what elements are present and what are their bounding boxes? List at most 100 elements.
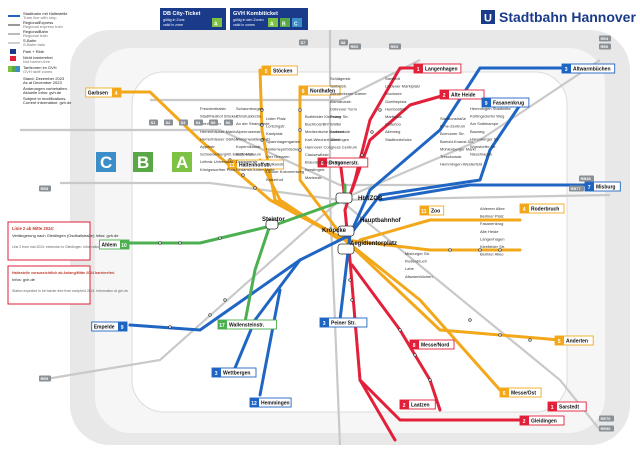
ticket-gvh-zone-c: C — [294, 22, 298, 28]
station-label: Königsworther Platz — [200, 167, 236, 172]
station-label: Herrenhäuser Gärten — [200, 136, 238, 141]
ticket-gvh-zone-b: B — [282, 22, 286, 28]
ticket-city-zone: A — [214, 22, 218, 28]
terminal-name: Roderbruch — [531, 207, 559, 213]
station-label: Altwarmbüchen — [405, 274, 433, 279]
station-label: Stadtionbrücke — [385, 137, 412, 142]
legend-item-0-sub: Tram line with stop — [23, 15, 57, 20]
sbahn-code: RE9 — [41, 376, 50, 381]
notice-0-body: Verlängerung nach Gleidingen (Osdballstr… — [12, 233, 119, 238]
sbahn-badge — [194, 119, 203, 126]
station-label: Bothfelder Kirchweg — [305, 114, 341, 119]
legend-item-3: S-Bahn — [23, 38, 36, 43]
hub-markers — [265, 192, 355, 255]
ticket-city-line2: valid in zone — [163, 23, 183, 27]
legend-note-4: Subject to modifications. — [23, 96, 66, 101]
station-label: Mühlenberger Markt — [440, 146, 477, 151]
sbahn-code: RE8 — [41, 186, 50, 191]
station-label: Harenberger Str. — [470, 136, 500, 141]
page-title: Stadtbahn Hannover — [499, 9, 636, 25]
hub-aegidientorplatz: Aegidientorplatz — [350, 241, 397, 247]
terminal-name: Nordhafen — [310, 89, 335, 95]
station-label: Gleidingen — [330, 137, 349, 142]
sbahn-code: S2 — [166, 120, 172, 125]
station-label: Buchholz/Bhf — [305, 122, 329, 127]
station-label: Wunstorfer Str. — [470, 144, 497, 149]
sbahn-badge — [599, 415, 614, 422]
station-label: Kopernikusstr. — [236, 144, 261, 149]
sbahn-code: RE3 — [391, 44, 400, 49]
station-label: Schneiderberg/W.-Busch-Museum — [200, 152, 262, 157]
legend-item-0: Stadtbahn mit Haltestelle — [23, 11, 68, 16]
station-label: Marienstr. — [305, 175, 323, 180]
station-label: Braunschweiger Platz — [305, 160, 344, 165]
terminal-line-number: 2 — [403, 403, 406, 409]
station-label: Bornumer Str. — [440, 131, 465, 136]
legend-item-4: Park + Ride — [23, 49, 45, 54]
sbahn-code: S5 — [211, 120, 217, 125]
terminal-name: Hemmingen — [261, 401, 290, 407]
zone-a-letter: A — [176, 153, 188, 172]
legend-item-5-sub: Not barrier-free — [23, 59, 51, 64]
station-label: Wülfel — [330, 122, 341, 127]
terminal-line-number: 6 — [302, 89, 305, 95]
sbahn-badge — [599, 43, 611, 50]
notice-1-head: Haltestelle voraussichtlich ab Anfang/Mi… — [12, 271, 115, 275]
station-label: Langenhagen — [480, 236, 504, 241]
station-label: Ihme-Zentrum — [440, 124, 466, 129]
sbahn-badge — [339, 39, 348, 46]
hub-labels: Hbf/ZOB Hauptbahnhof Kröpcke Aegidientor… — [262, 196, 402, 247]
terminal-line-number: 11 — [229, 163, 235, 169]
terminal-name: Alte Heide — [451, 93, 476, 99]
terminal-name: Anderten — [566, 339, 588, 345]
terminal-line-number: 8 — [321, 161, 324, 167]
sbahn-code: RE2 — [351, 44, 360, 49]
terminal-line-number: 11 — [421, 209, 427, 215]
station-label: Allerweg — [385, 129, 400, 134]
hub-kroepcke: Kröpcke — [322, 228, 347, 234]
legend-item-1: RegionalExpress — [23, 20, 53, 25]
legend-note-2: Änderungen vorbehalten. — [23, 86, 68, 91]
tram-lines — [108, 66, 597, 442]
terminal-laatzen: 2 Laatzen — [399, 399, 436, 410]
terminal-name: Messe/Ost — [511, 391, 536, 397]
station-label: Hemmingen-Westerfeld — [440, 162, 482, 167]
terminal-line-number: 7 — [588, 185, 591, 191]
station-label: Misburger Str. — [405, 251, 430, 256]
legend-note-0: Stand: Dezember 2023 — [23, 76, 65, 81]
sbahn-badge — [149, 119, 158, 126]
station-labels: Freudenthalstr.Stadtfriedhof StöckenLein… — [39, 35, 614, 432]
sbahn-code: S7 — [301, 40, 307, 45]
terminal-line-number: 2 — [523, 419, 526, 425]
terminal-nordhafen: 6 Nordhafen — [298, 85, 341, 96]
park-ride-icon — [10, 49, 16, 54]
sbahn-badge — [349, 43, 361, 50]
station-label: Clausewitzstr. — [305, 152, 330, 157]
hub-hauptbahnhof: Hauptbahnhof — [360, 218, 402, 224]
station-label: Leibniz Universität — [200, 159, 234, 164]
ticket-city-line1: gültig in Zone — [163, 18, 185, 22]
terminal-name: Laatzen — [411, 403, 430, 409]
station-label: Fasanenkrug — [480, 221, 503, 226]
notice-1-sub: Station expected to be barrier-free from… — [12, 289, 128, 293]
station-label: Waterloo — [385, 122, 402, 127]
notice-0-head: Linie 2 ab Mitte 2024: — [12, 226, 54, 231]
station-label: Pelikanstr. — [266, 162, 284, 167]
terminal-name: Peiner Str. — [331, 321, 356, 327]
station-label: Glocksee — [385, 91, 402, 96]
station-label: Berliner Allee — [480, 252, 504, 257]
terminal-name: Altwarmbüchen — [573, 67, 611, 73]
station-label: Christuskirche — [236, 114, 262, 119]
legend-item-5: Nicht barrierefrei — [23, 55, 53, 60]
zone-labels: C B A — [96, 152, 192, 172]
terminal-name: Dragonerstr. — [329, 161, 359, 167]
station-label: Rodenbruch — [405, 259, 427, 264]
terminal-line-number: 10 — [121, 243, 127, 249]
